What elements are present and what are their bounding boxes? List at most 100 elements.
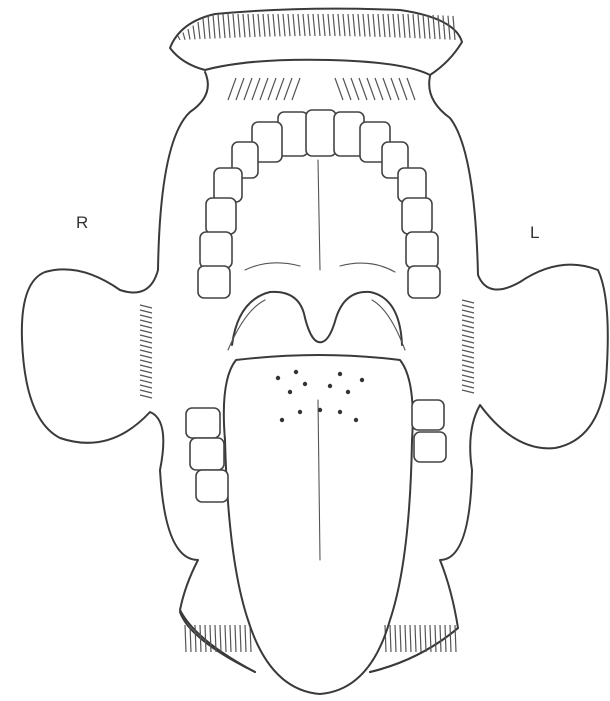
lower-molar bbox=[196, 470, 228, 502]
cheek-hatch-line bbox=[140, 335, 152, 338]
upper-lip-hatching bbox=[178, 14, 455, 40]
gum-hatch-line bbox=[260, 78, 268, 100]
lip-hatch-line bbox=[263, 14, 265, 37]
lip-hatch-line bbox=[395, 625, 396, 652]
lip-hatch-line bbox=[253, 14, 255, 37]
lip-hatch-line bbox=[313, 14, 315, 36]
lip-hatch-line bbox=[435, 625, 436, 652]
palate-arch-left bbox=[245, 263, 300, 270]
cheek-hatch-line bbox=[462, 360, 474, 363]
palate-arch-right bbox=[340, 263, 395, 272]
cheek-hatch-line bbox=[462, 370, 474, 373]
gum-hatch-line bbox=[284, 78, 292, 100]
lip-hatch-line bbox=[445, 625, 446, 652]
lower-molar bbox=[186, 408, 220, 438]
lip-hatch-line bbox=[408, 14, 410, 38]
upper-tooth bbox=[402, 198, 432, 234]
cheek-hatch-line bbox=[140, 390, 152, 393]
papilla-dot bbox=[303, 382, 307, 386]
lip-hatch-line bbox=[428, 15, 430, 39]
lip-hatch-line bbox=[208, 15, 210, 39]
lip-hatch-line bbox=[235, 625, 236, 652]
lip-hatch-line bbox=[373, 14, 375, 37]
gum-hatch-line bbox=[375, 78, 383, 100]
upper-tooth bbox=[398, 168, 426, 202]
gum-hatch-line bbox=[367, 78, 375, 100]
cheek-hatch-line bbox=[462, 340, 474, 343]
papilla-dot bbox=[346, 390, 350, 394]
lip-hatch-line bbox=[225, 625, 226, 652]
upper-tooth bbox=[206, 198, 236, 234]
cheek-hatch-line bbox=[462, 385, 474, 388]
cheek-hatch-line bbox=[140, 330, 152, 333]
upper-tooth bbox=[214, 168, 242, 202]
gum-hatch-line bbox=[359, 78, 367, 100]
lip-hatch-line bbox=[420, 625, 421, 652]
gum-hatch-line bbox=[407, 78, 415, 100]
cheek-hatch-line bbox=[140, 370, 152, 373]
tongue-papillae bbox=[276, 370, 364, 422]
soft-palate bbox=[232, 292, 402, 345]
papilla-dot bbox=[354, 418, 358, 422]
gum-hatch-line bbox=[236, 78, 244, 100]
cheek-hatch-line bbox=[462, 335, 474, 338]
lip-hatch-line bbox=[308, 14, 310, 36]
cheek-hatch-line bbox=[140, 355, 152, 358]
lip-hatch-line bbox=[343, 14, 345, 36]
lower-molar bbox=[414, 432, 446, 462]
gum-hatch-line bbox=[228, 78, 236, 100]
lip-hatch-line bbox=[213, 14, 215, 38]
lip-hatch-line bbox=[283, 14, 285, 36]
lip-hatch-line bbox=[440, 625, 441, 652]
cheek-hatch-line bbox=[140, 380, 152, 383]
lip-hatch-line bbox=[233, 14, 235, 38]
lip-hatch-line bbox=[390, 625, 391, 652]
upper-tooth bbox=[406, 232, 438, 268]
lip-hatch-line bbox=[415, 625, 416, 652]
cheek-hatch-line bbox=[462, 390, 474, 393]
lip-hatch-line bbox=[383, 14, 385, 37]
gum-hatch-line bbox=[383, 78, 391, 100]
cheek-hatch-line bbox=[462, 365, 474, 368]
lip-hatch-line bbox=[223, 14, 225, 38]
lip-hatch-line bbox=[293, 14, 295, 36]
tongue-midline bbox=[318, 400, 320, 560]
lip-hatch-line bbox=[273, 14, 275, 36]
lip-hatch-line bbox=[200, 625, 201, 652]
lip-hatch-line bbox=[388, 14, 390, 37]
lip-hatch-line bbox=[348, 14, 350, 36]
cheek-hatch-line bbox=[462, 380, 474, 383]
gum-hatch-line bbox=[268, 78, 276, 100]
gum-hatch-line bbox=[399, 78, 407, 100]
papilla-dot bbox=[294, 370, 298, 374]
papilla-dot bbox=[328, 384, 332, 388]
lip-hatch-line bbox=[410, 625, 411, 652]
upper-tooth bbox=[306, 110, 336, 156]
lip-hatch-line bbox=[218, 14, 220, 38]
lip-hatch-line bbox=[230, 625, 231, 652]
lip-hatch-line bbox=[210, 625, 211, 652]
gum-hatching bbox=[228, 78, 415, 100]
lip-hatch-line bbox=[353, 14, 355, 36]
cheek-hatch-line bbox=[140, 340, 152, 343]
gum-hatch-line bbox=[343, 78, 351, 100]
lip-hatch-line bbox=[413, 14, 415, 38]
cheek-hatch-line bbox=[140, 395, 152, 398]
lip-hatch-line bbox=[450, 625, 451, 652]
gum-hatch-line bbox=[292, 78, 300, 100]
papilla-dot bbox=[298, 410, 302, 414]
lip-hatch-line bbox=[248, 14, 250, 37]
lip-hatch-line bbox=[378, 14, 380, 37]
lip-hatch-line bbox=[358, 14, 360, 36]
lip-hatch-line bbox=[243, 14, 245, 37]
cheek-hatch-line bbox=[462, 375, 474, 378]
lip-hatch-line bbox=[443, 15, 445, 39]
lip-hatch-line bbox=[220, 625, 221, 652]
cheek-hatch-line bbox=[462, 350, 474, 353]
cheek-hatch-line bbox=[462, 325, 474, 328]
lip-hatch-line bbox=[318, 14, 320, 36]
gum-hatch-line bbox=[252, 78, 260, 100]
cheek-hatch-line bbox=[140, 310, 152, 313]
